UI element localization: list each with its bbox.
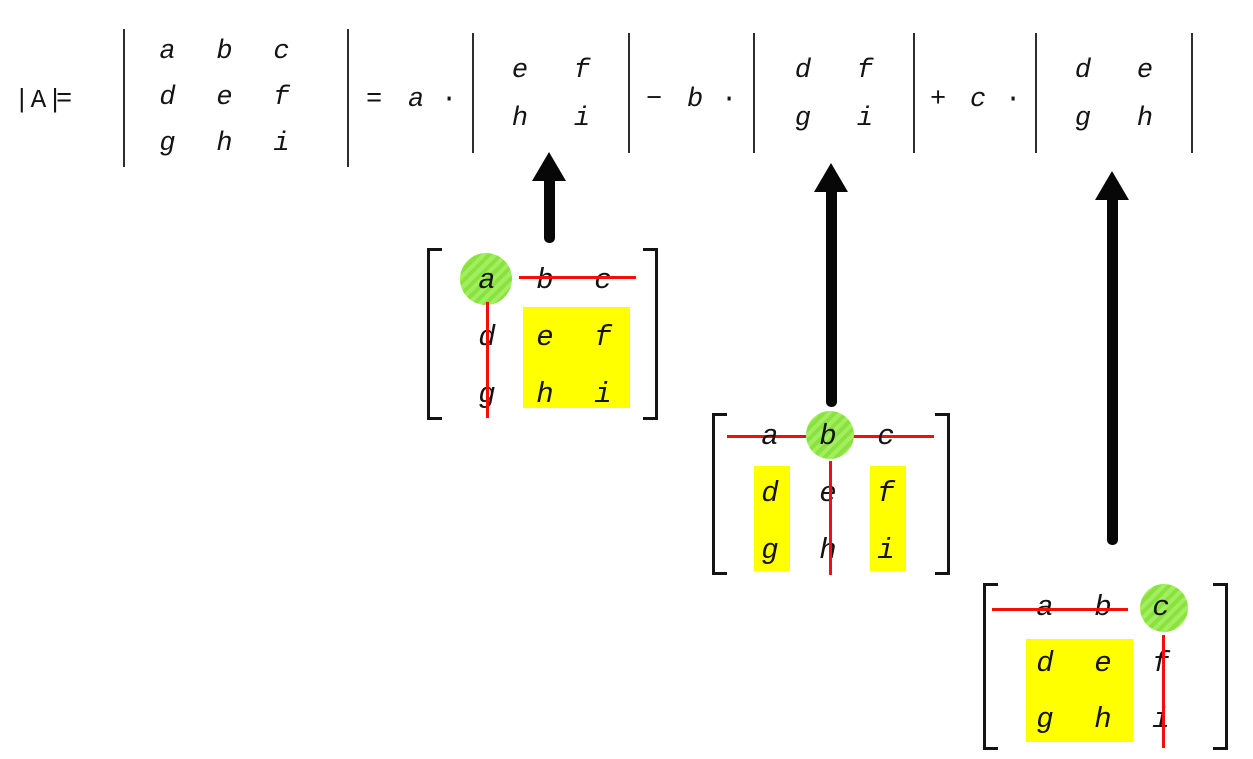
matrix-cell: h [511,104,529,134]
matrix-cell: d [794,56,812,86]
expansion-matrix-grid: a b c d e f g h i [458,252,632,423]
matrix-cell: i [1152,703,1170,736]
matrix-cell: f [273,83,290,113]
matrix-cell: b [536,263,554,297]
expansion-matrix-grid: a b c d e f g h i [741,408,915,579]
pivot-circle [806,411,854,459]
matrix-cell: h [536,377,554,411]
minor-highlight [754,466,790,571]
minor-highlight [1026,639,1133,742]
arrow-shaft [543,179,555,243]
matrix-cell: d [1074,56,1092,86]
matrix-cell: f [1152,647,1170,680]
matrix-cell: g [794,104,812,134]
matrix-cell: a [478,263,496,297]
matrix-cell: b [216,37,233,67]
matrix-cell: e [216,83,233,113]
matrix-cell: h [1094,703,1112,736]
matrix-cell: e [511,56,529,86]
matrix-bracket-right [643,248,658,420]
pivot-circle [1140,584,1188,632]
matrix-cell: d [1036,647,1054,680]
row-strike-line [992,608,1128,611]
minor-determinant-a: e f h i [472,33,630,153]
matrix-cell: g [1074,104,1092,134]
matrix-cell: i [273,129,290,159]
minor-grid-a: e f h i [474,33,628,143]
equals-sign: = [366,85,383,115]
matrix-cell: g [1036,703,1054,736]
plus-sign: + [930,85,947,115]
arrow-shaft [1106,198,1118,545]
matrix-cell: i [856,104,874,134]
coefficient-b: b [687,85,704,115]
matrix-cell: e [1094,647,1112,680]
minor-grid-c: d e g h [1037,33,1191,143]
expansion-matrix-a: a b c d e f g h i [427,248,658,420]
minus-sign: − [646,85,663,115]
matrix-bracket-left [983,583,998,750]
matrix-bracket-right [935,413,950,575]
matrix-cell: c [1152,591,1170,624]
matrix-cell: b [819,419,837,453]
minor-grid-b: d f g i [755,33,913,143]
matrix-cell: c [273,37,290,67]
matrix-cell: f [573,56,591,86]
expansion-matrix-c: a b c d e f g h i [983,583,1228,750]
matrix-cell: a [761,419,779,453]
matrix-cell: a [159,37,176,67]
matrix-cell: f [877,476,895,510]
matrix-cell: g [761,533,779,567]
minor-highlight [523,307,630,408]
matrix-cell: f [856,56,874,86]
coefficient-c: c [970,85,987,115]
matrix-cell: h [216,129,233,159]
arrow-head-icon [532,152,566,181]
matrix-3x3-determinant: a b c d e f g h i [123,29,349,167]
matrix-cell: e [536,320,554,354]
matrix-bracket-right [1213,583,1228,750]
expansion-matrix-grid: a b c d e f g h i [1016,580,1190,748]
matrix-cell: h [1136,104,1154,134]
pivot-circle [460,253,512,305]
expansion-arrow-c [1094,171,1130,545]
matrix-cell: f [594,320,612,354]
matrix-cell: d [159,83,176,113]
matrix-cell: i [594,377,612,411]
matrix-bracket-left [427,248,442,420]
matrix-cell: i [573,104,591,134]
minor-determinant-b: d f g i [753,33,915,153]
matrix-cell: h [819,533,837,567]
arrow-head-icon [814,163,848,192]
minor-highlight [870,466,906,571]
arrow-head-icon [1095,171,1129,200]
matrix-cell: b [1094,593,1111,623]
multiplication-dot: · [721,85,738,115]
matrix-3x3-grid: a b c d e f g h i [125,29,347,167]
matrix-cell: c [594,263,612,297]
det-A-label: |A| [14,85,64,115]
row-strike-line [519,276,636,279]
minor-determinant-c: d e g h [1035,33,1193,153]
expansion-arrow-a [531,152,567,243]
coefficient-a: a [408,85,425,115]
matrix-cell: i [877,533,895,567]
multiplication-dot: · [441,85,458,115]
matrix-cell: g [159,129,176,159]
arrow-shaft [825,190,837,407]
matrix-cell: e [1136,56,1154,86]
matrix-cell: e [819,476,837,510]
multiplication-dot: · [1005,85,1022,115]
column-strike-line [829,461,832,575]
matrix-cell: d [761,476,779,510]
expansion-arrow-b [813,163,849,407]
matrix-cell: c [877,419,895,453]
matrix-cell: a [1036,593,1053,623]
column-strike-line [1162,635,1165,748]
expansion-matrix-b: a b c d e f g h i [712,411,950,575]
column-strike-line [486,302,489,418]
matrix-bracket-left [712,413,727,575]
equals-sign: = [56,85,73,115]
